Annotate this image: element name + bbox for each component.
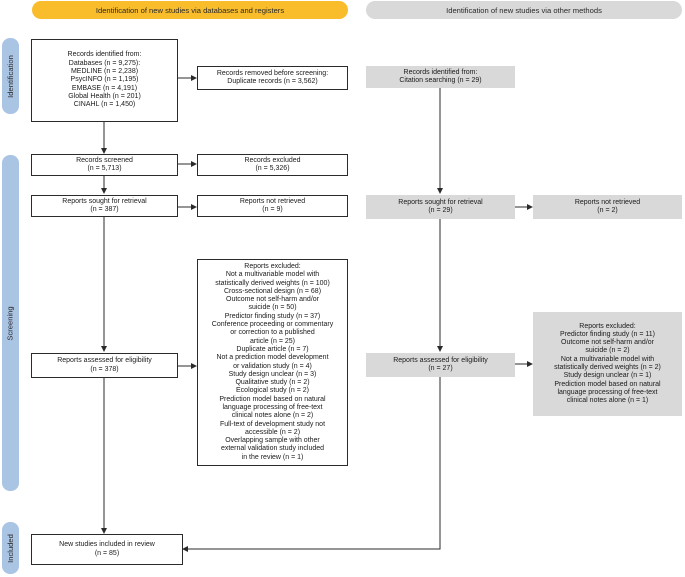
box-records-identified-line: CINAHL (n = 1,450) (73, 101, 136, 109)
box-reports-sought-other-line: (n = 29) (428, 207, 453, 214)
box-reports-excluded-db-line: accessible (n = 2) (244, 428, 301, 436)
box-reports-not-retrieved-other-line: (n = 2) (597, 207, 618, 214)
box-reports-excluded-other-line: language processing of free-text (557, 388, 658, 396)
box-records-identified-line: Databases (n = 9,275): (68, 59, 141, 67)
box-records-identified-line: Global Health (n = 201) (68, 92, 141, 100)
phase-identification: Identification (2, 38, 19, 114)
box-reports-assessed-db-line: Reports assessed for eligibility (57, 357, 152, 365)
box-reports-not-retrieved-db: Reports not retrieved (n = 9) (197, 195, 348, 217)
phase-screening: Screening (2, 155, 19, 491)
box-new-studies-included-line: (n = 85) (94, 549, 120, 557)
box-reports-excluded-db-line: Ecological study (n = 2) (236, 387, 309, 395)
box-records-removed: Records removed before screening: Duplic… (197, 66, 348, 90)
header-databases: Identification of new studies via databa… (32, 1, 348, 19)
box-reports-excluded-db-line: language processing of free-text (222, 403, 323, 411)
box-reports-excluded-other-line: suicide (n = 2) (585, 347, 630, 355)
box-records-identified: Records identified from: Databases (n = … (31, 39, 178, 122)
box-reports-excluded-db-line: in the review (n = 1) (241, 453, 304, 461)
box-reports-excluded-db-line: Qualitative study (n = 2) (235, 379, 310, 387)
box-citation-records-line: Records identified from: (403, 68, 478, 76)
box-reports-excluded-db-line: Overlapping sample with other (225, 437, 320, 445)
box-records-screened-line: Records screened (76, 156, 133, 164)
box-new-studies-included-line: New studies included in review (59, 541, 155, 549)
box-reports-sought-other: Reports sought for retrieval (n = 29) (366, 195, 515, 219)
box-records-identified-line: Records identified from: (67, 51, 142, 59)
box-reports-assessed-other-line: Reports assessed for eligibility (393, 356, 488, 364)
box-records-removed-line: Duplicate records (n = 3,562) (227, 78, 318, 85)
box-records-identified-line: MEDLINE (n = 2,238) (70, 68, 139, 76)
box-reports-excluded-db-line: Reports excluded: (244, 262, 301, 270)
box-reports-sought-db-line: (n = 387) (90, 206, 119, 213)
box-reports-excluded-db-line: or validation study (n = 4) (233, 362, 312, 370)
box-reports-excluded-other-line: Predictor finding study (n = 11) (559, 330, 655, 338)
box-reports-not-retrieved-db-line: Reports not retrieved (239, 197, 306, 205)
box-reports-assessed-db: Reports assessed for eligibility (n = 37… (31, 353, 178, 378)
box-reports-not-retrieved-other: Reports not retrieved (n = 2) (533, 195, 682, 219)
box-reports-excluded-db-line: Not a multivariable model with (225, 271, 320, 279)
box-reports-excluded-db-line: Study design unclear (n = 3) (228, 370, 317, 378)
header-other-methods-label: Identification of new studies via other … (446, 5, 602, 15)
box-records-excluded: Records excluded (n = 5,326) (197, 154, 348, 176)
box-reports-excluded-db-line: suicide (n = 50) (248, 304, 297, 312)
box-reports-excluded-other-line: Study design unclear (n = 1) (563, 372, 652, 380)
box-reports-not-retrieved-other-line: Reports not retrieved (574, 198, 641, 206)
phase-included: Included (2, 522, 19, 574)
box-reports-excluded-other: Reports excluded: Predictor finding stud… (533, 312, 682, 416)
box-records-screened: Records screened (n = 5,713) (31, 154, 178, 176)
box-reports-excluded-db-line: Prediction model based on natural (219, 395, 326, 403)
box-reports-excluded-db-line: clinical notes alone (n = 2) (231, 412, 314, 420)
box-reports-excluded-db-line: article (n = 25) (250, 337, 295, 345)
box-reports-excluded-db-line: Cross-sectional design (n = 68) (223, 287, 322, 295)
box-records-identified-line: EMBASE (n = 4,191) (71, 84, 138, 92)
box-reports-sought-db: Reports sought for retrieval (n = 387) (31, 195, 178, 217)
box-reports-excluded-other-line: Reports excluded: (579, 322, 636, 330)
box-records-screened-line: (n = 5,713) (87, 165, 122, 172)
box-reports-not-retrieved-db-line: (n = 9) (262, 206, 283, 213)
box-reports-excluded-db-line: or correction to a published (230, 329, 315, 337)
box-new-studies-included: New studies included in review (n = 85) (31, 534, 183, 565)
box-reports-excluded-db-line: Conference proceeding or commentary (211, 321, 334, 329)
box-reports-excluded-db-line: Not a prediction model development (216, 354, 329, 362)
box-records-removed-line: Records removed before screening: (216, 69, 329, 77)
box-reports-assessed-other: Reports assessed for eligibility (n = 27… (366, 353, 515, 377)
box-records-identified-line: PsycINFO (n = 1,195) (70, 76, 139, 84)
box-reports-excluded-other-line: clinical notes alone (n = 1) (566, 397, 649, 405)
header-databases-label: Identification of new studies via databa… (95, 5, 285, 15)
box-citation-records-line: Citation searching (n = 29) (399, 77, 482, 84)
box-reports-excluded-db-line: external validation study included (220, 445, 325, 453)
box-records-excluded-line: (n = 5,326) (255, 165, 290, 172)
box-reports-excluded-db-line: Duplicate article (n = 7) (236, 345, 309, 353)
box-reports-excluded-db: Reports excluded: Not a multivariable mo… (197, 259, 348, 466)
box-records-excluded-line: Records excluded (244, 156, 301, 164)
box-citation-records: Records identified from: Citation search… (366, 66, 515, 88)
box-reports-excluded-other-line: Not a multivariable model with (560, 355, 655, 363)
header-other-methods: Identification of new studies via other … (366, 1, 682, 19)
box-reports-excluded-db-line: Predictor finding study (n = 37) (224, 312, 321, 320)
box-reports-excluded-other-line: statistically derived weights (n = 2) (554, 364, 661, 371)
box-reports-sought-other-line: Reports sought for retrieval (398, 198, 483, 206)
box-reports-assessed-db-line: (n = 378) (90, 365, 119, 373)
box-reports-sought-db-line: Reports sought for retrieval (62, 197, 147, 205)
box-reports-excluded-db-line: Full-text of development study not (219, 420, 326, 428)
box-reports-excluded-other-line: Prediction model based on natural (554, 380, 661, 388)
box-reports-excluded-db-line: Outcome not self-harm and/or (226, 296, 319, 304)
box-reports-assessed-other-line: (n = 27) (428, 365, 453, 372)
box-reports-excluded-db-line: statistically derived weights (n = 100) (215, 279, 330, 287)
box-reports-excluded-other-line: Outcome not self-harm and/or (561, 339, 654, 347)
